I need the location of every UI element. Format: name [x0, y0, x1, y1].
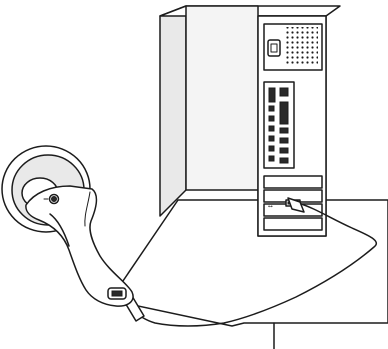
fan-vent-grille [286, 27, 318, 65]
barcode-scanner [1, 145, 134, 307]
table [109, 199, 388, 349]
io-ports-panel [263, 81, 295, 169]
svg-text:⭤: ⭤ [268, 203, 273, 210]
cable-line [134, 202, 377, 327]
computer-tower: ⭤ [159, 5, 341, 237]
usb-plug-computer-end [287, 197, 305, 213]
tower-side-panel [159, 5, 187, 217]
scanner-trigger [49, 213, 70, 247]
power-supply [263, 23, 323, 71]
scanner-indicator-icon [51, 196, 57, 202]
power-switch [267, 39, 281, 57]
table-top [109, 199, 388, 327]
scanner-body-seam [84, 191, 91, 227]
tower-side-face [185, 5, 259, 191]
